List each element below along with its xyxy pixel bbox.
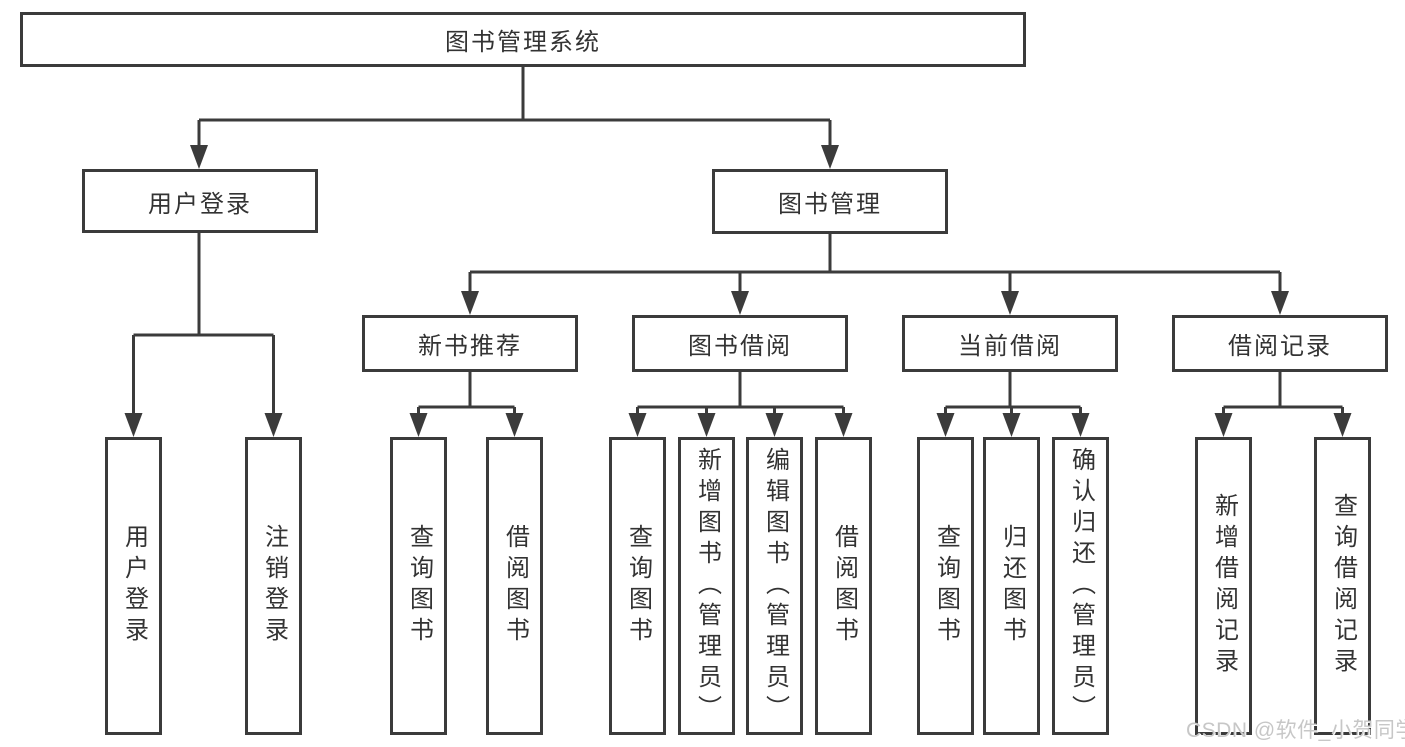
- leaf-add-borrow-record: 新增借阅记录: [1195, 437, 1252, 735]
- arrowheads: [124, 145, 1352, 437]
- leaf-user-login: 用户登录: [105, 437, 162, 735]
- node-user-login: 用户登录: [82, 169, 318, 233]
- leaf-add-book-admin: 新增图书（管理员）: [678, 437, 735, 735]
- leaf-recommend-query-books: 查询图书: [390, 437, 447, 735]
- leaf-query-borrow-record: 查询借阅记录: [1314, 437, 1371, 735]
- leaf-confirm-return-admin: 确认归还（管理员）: [1052, 437, 1109, 735]
- node-library-system: 图书管理系统: [20, 12, 1026, 67]
- node-borrow-records: 借阅记录: [1172, 315, 1388, 372]
- leaf-current-query-books: 查询图书: [917, 437, 974, 735]
- leaf-return-book: 归还图书: [983, 437, 1040, 735]
- leaf-borrow-query-books: 查询图书: [609, 437, 666, 735]
- node-current-borrow: 当前借阅: [902, 315, 1118, 372]
- csdn-watermark: CSDN @软件_小贺同学: [1186, 719, 1405, 742]
- node-new-book-recommend: 新书推荐: [362, 315, 578, 372]
- leaf-borrow-books: 借阅图书: [815, 437, 872, 735]
- leaf-edit-book-admin: 编辑图书（管理员）: [746, 437, 803, 735]
- leaf-recommend-borrow-books: 借阅图书: [486, 437, 543, 735]
- node-book-borrow: 图书借阅: [632, 315, 848, 372]
- leaf-logout: 注销登录: [245, 437, 302, 735]
- node-book-management: 图书管理: [712, 169, 948, 234]
